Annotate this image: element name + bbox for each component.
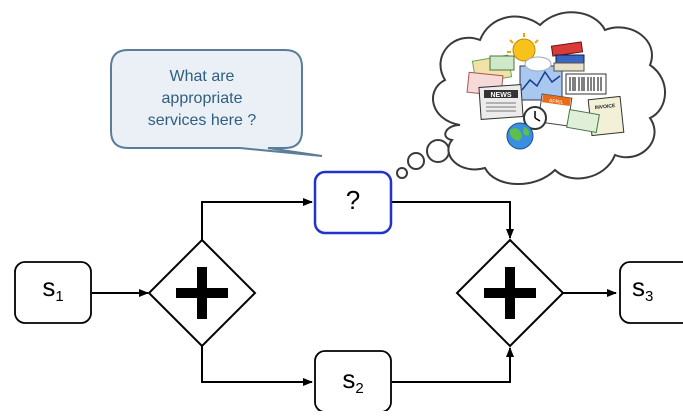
callout-text: What are appropriate services here ? [124,66,280,132]
task-s2-letter: s [342,364,356,394]
invoice-icon-text: INVOICE [595,103,617,111]
news-icon-text: NEWS [491,92,512,99]
task-s2-subscript: 2 [355,380,364,397]
task-s3-label: s3 [624,272,683,305]
arrow-split-to-unknown [201,198,313,240]
task-unknown-box [313,170,393,235]
news-icon: NEWS [478,84,524,120]
arrow-unknown-to-join [392,201,514,239]
invoice-icon: INVOICE [566,95,625,137]
speech-callout [110,49,323,157]
clock-icon [523,106,547,130]
weather-sun-icon [507,33,539,62]
arrow-s2-to-join [392,347,514,383]
task-s2-label: s2 [315,364,391,397]
callout-line-1: What are [169,68,235,85]
callout-line-3: services here ? [147,112,257,129]
cloud-icons: NEWS APRIL INVOICE [466,33,625,150]
gateway-join [455,238,565,348]
task-s3-letter: s [632,272,645,302]
task-s1-box [14,261,92,324]
unknown-question-mark: ? [345,185,361,215]
globe-icon [506,122,534,150]
task-s1-letter: s [42,272,56,302]
barcode-icon [565,73,607,95]
plus-icon [484,267,536,319]
connectors [92,198,617,386]
callout-line-2: appropriate [161,90,243,107]
task-unknown-label: ? [315,185,391,216]
book-icon [550,41,585,72]
arrow-split-to-s2 [201,346,313,386]
task-s3-subscript: 3 [645,288,654,305]
calendar-month-text: APRIL [549,98,564,106]
task-s1-subscript: 1 [55,288,64,305]
task-s1-label: s1 [15,272,91,305]
gateway-split [147,238,257,348]
plus-icon [176,267,228,319]
task-s3-box [619,261,683,324]
